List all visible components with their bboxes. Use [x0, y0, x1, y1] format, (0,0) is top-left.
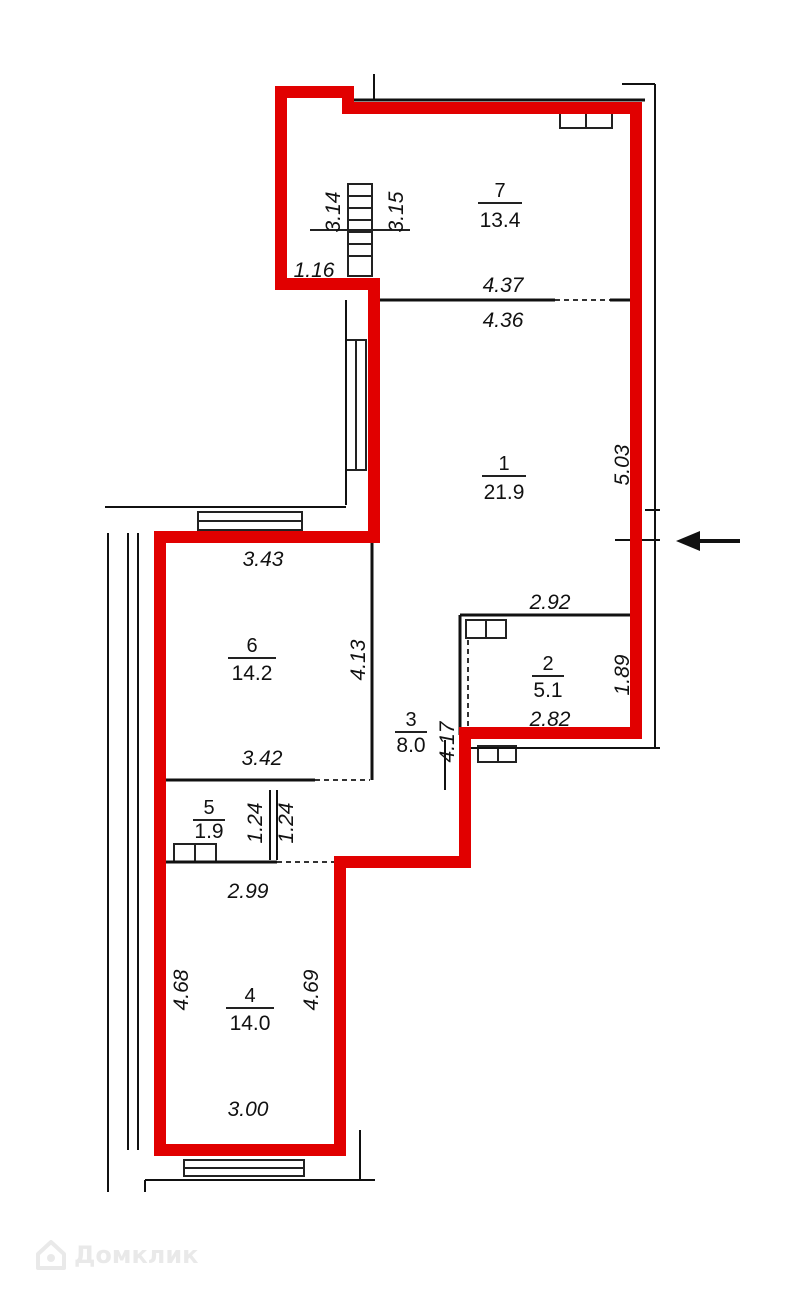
dimension-label: 4.36 [483, 309, 524, 332]
dimension-label: 3.15 [385, 191, 408, 232]
room-5-label: 5 1.9 [193, 797, 225, 843]
room-number: 3 [405, 709, 416, 731]
room-area: 21.9 [484, 481, 525, 504]
room-area: 5.1 [533, 679, 562, 702]
dimension-label: 2.92 [529, 591, 571, 614]
dimension-label: 4.13 [347, 639, 370, 680]
watermark: Домклик [34, 1238, 198, 1272]
room-number: 7 [494, 180, 505, 202]
room-number: 5 [203, 797, 214, 819]
dimension-label: 1.89 [611, 654, 634, 695]
walls [105, 74, 660, 1192]
dimension-label: 3.00 [228, 1098, 269, 1121]
dimension-label: 4.68 [170, 969, 193, 1010]
room-area: 14.2 [232, 662, 273, 685]
room-1-label: 1 21.9 [482, 453, 526, 504]
dimension-label: 3.42 [242, 747, 283, 770]
room-3-label: 3 8.0 [395, 709, 427, 757]
entrance-arrow-icon [676, 531, 740, 551]
dimension-label: 1.16 [294, 259, 335, 282]
dimension-label: 1.24 [244, 803, 267, 844]
room-6-label: 6 14.2 [228, 635, 276, 685]
dimension-label: 3.43 [243, 548, 284, 571]
room-number: 1 [498, 453, 509, 475]
dimension-label: 3.14 [322, 192, 345, 233]
room-area: 13.4 [480, 209, 521, 232]
dimension-label: 1.24 [275, 803, 298, 844]
dimension-label: 2.82 [529, 708, 571, 731]
dimension-labels: 3.14 3.15 1.16 4.37 4.36 5.03 3.43 4.13 … [170, 191, 634, 1121]
room-area: 14.0 [230, 1012, 271, 1035]
dimension-label: 4.17 [436, 720, 459, 762]
room-7-label: 7 13.4 [478, 180, 522, 232]
dimension-label: 4.37 [483, 274, 525, 297]
room-4-label: 4 14.0 [226, 985, 274, 1035]
apartment-outline [154, 86, 642, 1156]
room-2-label: 2 5.1 [532, 653, 564, 702]
room-number: 4 [244, 985, 255, 1007]
room-area: 8.0 [396, 734, 425, 757]
room-area: 1.9 [194, 820, 223, 843]
dimension-label: 5.03 [611, 444, 634, 485]
room-number: 2 [542, 653, 553, 675]
house-logo-icon [36, 1240, 66, 1270]
watermark-text: Домклик [74, 1241, 199, 1269]
room-number: 6 [246, 635, 257, 657]
dimension-label: 2.99 [227, 880, 269, 903]
dimension-label: 4.69 [300, 969, 323, 1010]
